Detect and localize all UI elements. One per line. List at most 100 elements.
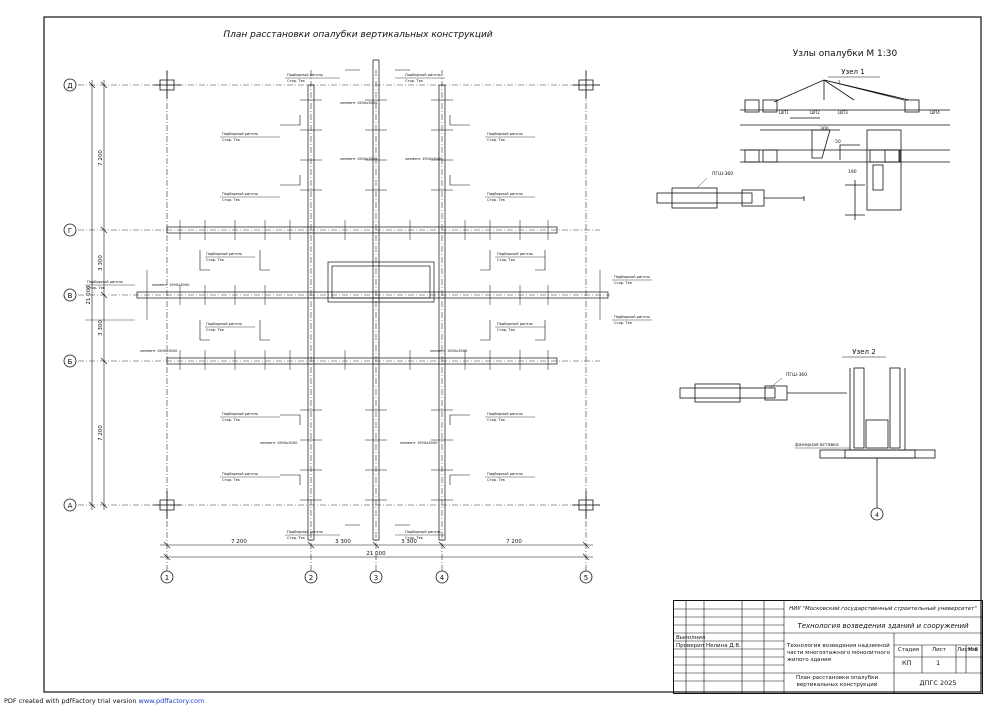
callout-22: элемент 1900x3000 — [405, 157, 443, 161]
dim-y-1: 7 200 — [98, 150, 104, 166]
row-label-d: Д — [67, 82, 73, 90]
title-block-grid — [674, 601, 982, 693]
dimension-lines-x — [160, 541, 593, 561]
callout-1b: Стор. Тек — [222, 138, 241, 142]
callout-21: элемент 1900x3000 — [340, 157, 378, 161]
callout-18: Подборный ригель — [287, 530, 323, 534]
project-code: ДПГС 2025 — [919, 679, 957, 687]
callout-12: Подборный ригель — [497, 322, 533, 326]
callout-6b: Стор. Тек — [487, 198, 506, 202]
checker-name: Нелина Д.В. — [706, 643, 741, 649]
node1-shp2: ШП2 — [810, 110, 820, 115]
header-sheet: Лист — [932, 647, 946, 653]
stage-value: КП — [902, 659, 912, 667]
callout-14b: Стор. Тек — [614, 281, 633, 285]
dim-x-4: 7 200 — [506, 539, 522, 545]
outer-frame — [43, 16, 982, 693]
title-block: НИУ "Московский государственный строител… — [673, 600, 983, 694]
grid-axes — [78, 70, 610, 572]
footer-text: PDF created with pdfFactory trial versio… — [4, 697, 139, 705]
row-label-b: Б — [68, 358, 73, 366]
role-checker: Проверил — [676, 643, 705, 649]
formwork-walls — [136, 59, 609, 541]
node1-shp4: ШП4 — [930, 110, 940, 115]
callout-24: элемент 1900x3000 — [400, 441, 438, 445]
node1-dim-50: 50 — [835, 139, 841, 145]
project-description: Технология возведения надземной части мн… — [787, 643, 891, 663]
sheet-value: 1 — [936, 659, 941, 667]
callout-9b: Стор. Тек — [206, 258, 225, 262]
callout-18b: Стор. Тек — [287, 536, 306, 540]
callout-leaders — [85, 77, 652, 536]
subject-name: Технология возведения зданий и сооружени… — [797, 622, 969, 630]
role-executor: Выполнил — [676, 635, 706, 641]
row-label-g: Г — [68, 227, 72, 235]
callout-10b: Стор. Тек — [206, 328, 225, 332]
row-label-a: А — [68, 502, 73, 510]
nodes-title: Узлы опалубки М 1:30 — [793, 49, 898, 59]
dim-y-total: 21 000 — [86, 285, 92, 305]
callout-9: Подборный ригель — [206, 252, 242, 256]
dim-y-2: 3 300 — [98, 255, 104, 271]
callout-17b: Стор. Тек — [405, 79, 424, 83]
node2-title: Узел 2 — [852, 348, 875, 356]
column-axis-markers: 1 2 3 4 5 — [160, 570, 593, 584]
col-label-4: 4 — [440, 574, 445, 582]
node1-shp3: ШП3 — [838, 110, 848, 115]
nodes-drawing: Узлы опалубки М 1:30 Узел 1 ПГШ-360 — [656, 49, 950, 521]
col-label-1: 1 — [165, 574, 169, 582]
node1-shp1: ШП1 — [779, 110, 789, 115]
corner-columns — [153, 71, 600, 519]
plan-title: План расстановки опалубки вертикальных к… — [223, 30, 492, 40]
callout-20: элемент 1900x3000 — [340, 101, 378, 105]
callout-25: элемент 1900x3000 — [140, 349, 178, 353]
callout-12b: Стор. Тек — [497, 328, 516, 332]
drawing-name: План расстановки опалубки вертикальных к… — [795, 675, 879, 688]
header-scale: М-б — [968, 647, 979, 653]
dim-x-total: 21 000 — [366, 551, 386, 557]
callout-8b: Стор. Тек — [487, 478, 506, 482]
callout-15b: Стор. Тек — [614, 321, 633, 325]
dim-y-3: 3 300 — [98, 320, 104, 336]
callout-16: Подборный ригель — [287, 73, 323, 77]
callout-19: Подборный ригель — [405, 530, 441, 534]
footer-link[interactable]: www.pdffactory.com — [138, 697, 205, 705]
callout-3: Подборный ригель — [222, 412, 258, 416]
callout-7b: Стор. Тек — [487, 418, 506, 422]
callout-26: элемент 1900x3000 — [430, 349, 468, 353]
pdf-footer: PDF created with pdfFactory trial versio… — [4, 697, 204, 705]
callout-27: элемент 1900x3000 — [152, 283, 190, 287]
node1-dim-1: 1 — [838, 80, 841, 86]
brace-struts — [199, 69, 546, 526]
col-label-3: 3 — [374, 574, 378, 582]
callout-2: Подборный ригель — [222, 192, 258, 196]
callout-7: Подборный ригель — [487, 412, 523, 416]
callout-4b: Стор. Тек — [222, 478, 241, 482]
callout-19b: Стор. Тек — [405, 536, 424, 540]
callout-4: Подборный ригель — [222, 472, 258, 476]
row-axis-markers: Д Г В Б А — [63, 78, 77, 512]
callout-5: Подборный ригель — [487, 132, 523, 136]
callout-13b: Стор. Тек — [87, 286, 106, 290]
org-name: НИУ "Московский государственный строител… — [789, 606, 977, 612]
node1-detail — [656, 79, 950, 220]
callout-17: Подборный ригель — [405, 73, 441, 77]
header-sheets: Листов — [957, 647, 978, 653]
node1-dim-190: 190 — [848, 169, 857, 175]
callout-8: Подборный ригель — [487, 472, 523, 476]
row-label-v: В — [68, 292, 73, 300]
dim-x-2: 3 300 — [335, 539, 351, 545]
callout-5b: Стор. Тек — [487, 138, 506, 142]
callout-11b: Стор. Тек — [497, 258, 516, 262]
callout-1: Подборный ригель — [222, 132, 258, 136]
callout-13: Подборный ригель — [87, 280, 123, 284]
plan-drawing: План расстановки опалубки вертикальных к… — [63, 30, 652, 584]
callout-23: элемент 1900x3000 — [260, 441, 298, 445]
callout-11: Подборный ригель — [497, 252, 533, 256]
node2-axis: 4 — [875, 512, 879, 519]
callout-labels: Подборный ригель Стор. Тек Подборный риг… — [87, 73, 650, 540]
node1-dim-300: 300 — [820, 126, 829, 132]
header-stage: Стадия — [898, 647, 920, 653]
tie-bars — [146, 99, 601, 501]
